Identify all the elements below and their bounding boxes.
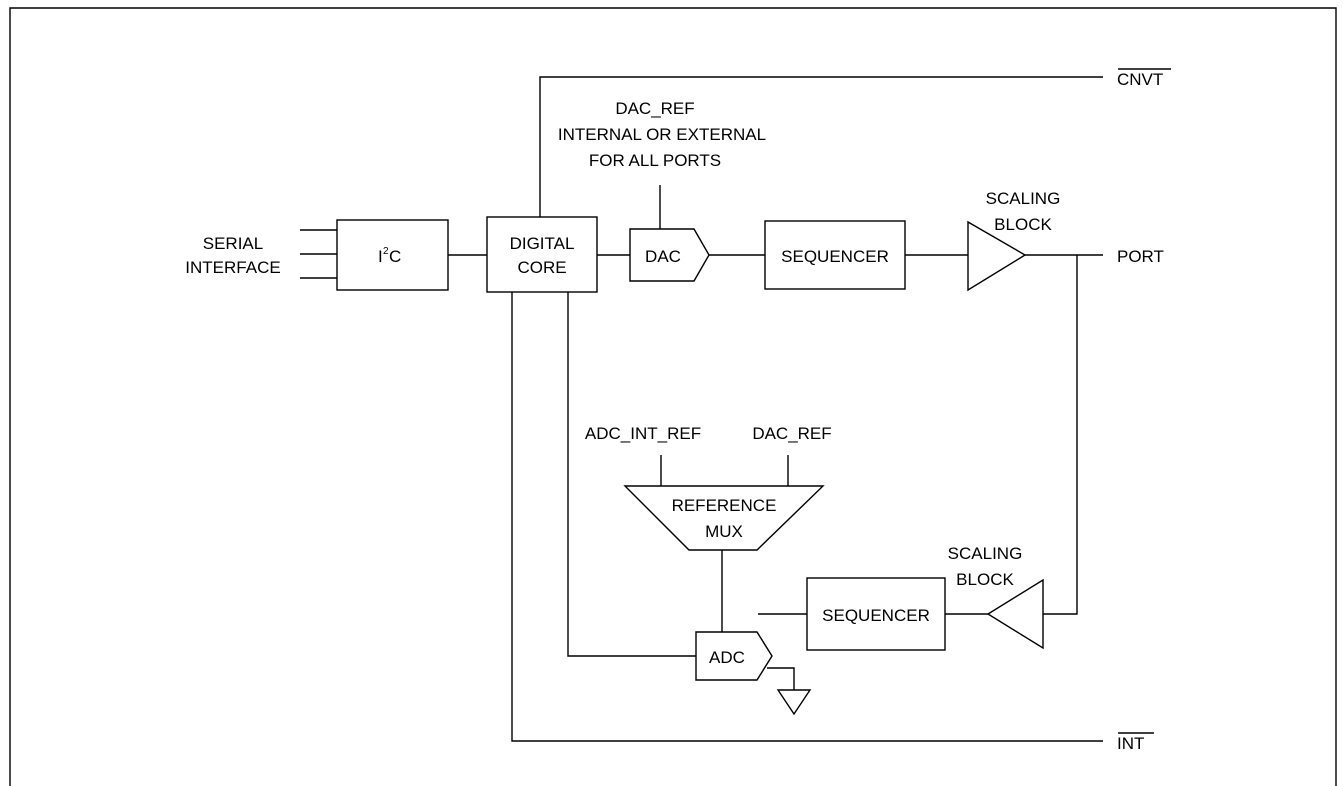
sequencer-bottom-label: SEQUENCER: [822, 606, 930, 625]
i2c-label-i: I: [378, 247, 383, 266]
reference-mux-block: [623, 485, 825, 551]
scaling-block-top-label-2: BLOCK: [994, 215, 1052, 234]
scaling-block-bottom-label-1: SCALING: [948, 544, 1023, 563]
i2c-label-c: C: [389, 247, 401, 266]
serial-interface-label-1: SERIAL: [203, 234, 263, 253]
adc-block: [695, 631, 773, 681]
dac-ref-note-3: FOR ALL PORTS: [589, 151, 721, 170]
digital-core-label-2: CORE: [517, 258, 566, 277]
reference-mux-label-1: REFERENCE: [672, 496, 777, 515]
scaling-block-bottom-label-2: BLOCK: [956, 570, 1014, 589]
ground-wire: [767, 667, 795, 690]
dac-ref-note-1: DAC_REF: [615, 99, 694, 118]
sequencer-top-block: [764, 220, 906, 290]
i2c-block: [336, 219, 449, 291]
dac-ref-mux-input-label: DAC_REF: [752, 424, 831, 443]
adc-int-ref-label: ADC_INT_REF: [585, 424, 701, 443]
dac-label: DAC: [645, 247, 681, 266]
serial-interface-label-2: INTERFACE: [185, 258, 280, 277]
digital-core-block: [486, 216, 598, 293]
cnvt-label: CNVT: [1117, 70, 1163, 89]
wire-core-to-adc: [567, 292, 696, 657]
port-label: PORT: [1117, 247, 1164, 266]
scaling-block-bottom: [986, 578, 1044, 650]
cnvt-wire: [539, 76, 1103, 217]
digital-core-label-1: DIGITAL: [510, 234, 575, 253]
feedback-wire: [1043, 255, 1078, 615]
adc-label: ADC: [709, 648, 745, 667]
ground-symbol: [776, 689, 812, 716]
sequencer-top-label: SEQUENCER: [781, 247, 889, 266]
dac-block: [629, 228, 710, 282]
frame-border: [9, 7, 1337, 786]
dac-ref-note-2: INTERNAL OR EXTERNAL: [558, 125, 766, 144]
sequencer-bottom-block: [806, 577, 946, 651]
int-wire: [511, 292, 1103, 742]
reference-mux-label-2: MUX: [705, 522, 743, 541]
i2c-label-sup: 2: [383, 246, 389, 257]
scaling-block-top-label-1: SCALING: [986, 189, 1061, 208]
scaling-block-top: [967, 220, 1027, 292]
int-label: INT: [1117, 734, 1144, 753]
